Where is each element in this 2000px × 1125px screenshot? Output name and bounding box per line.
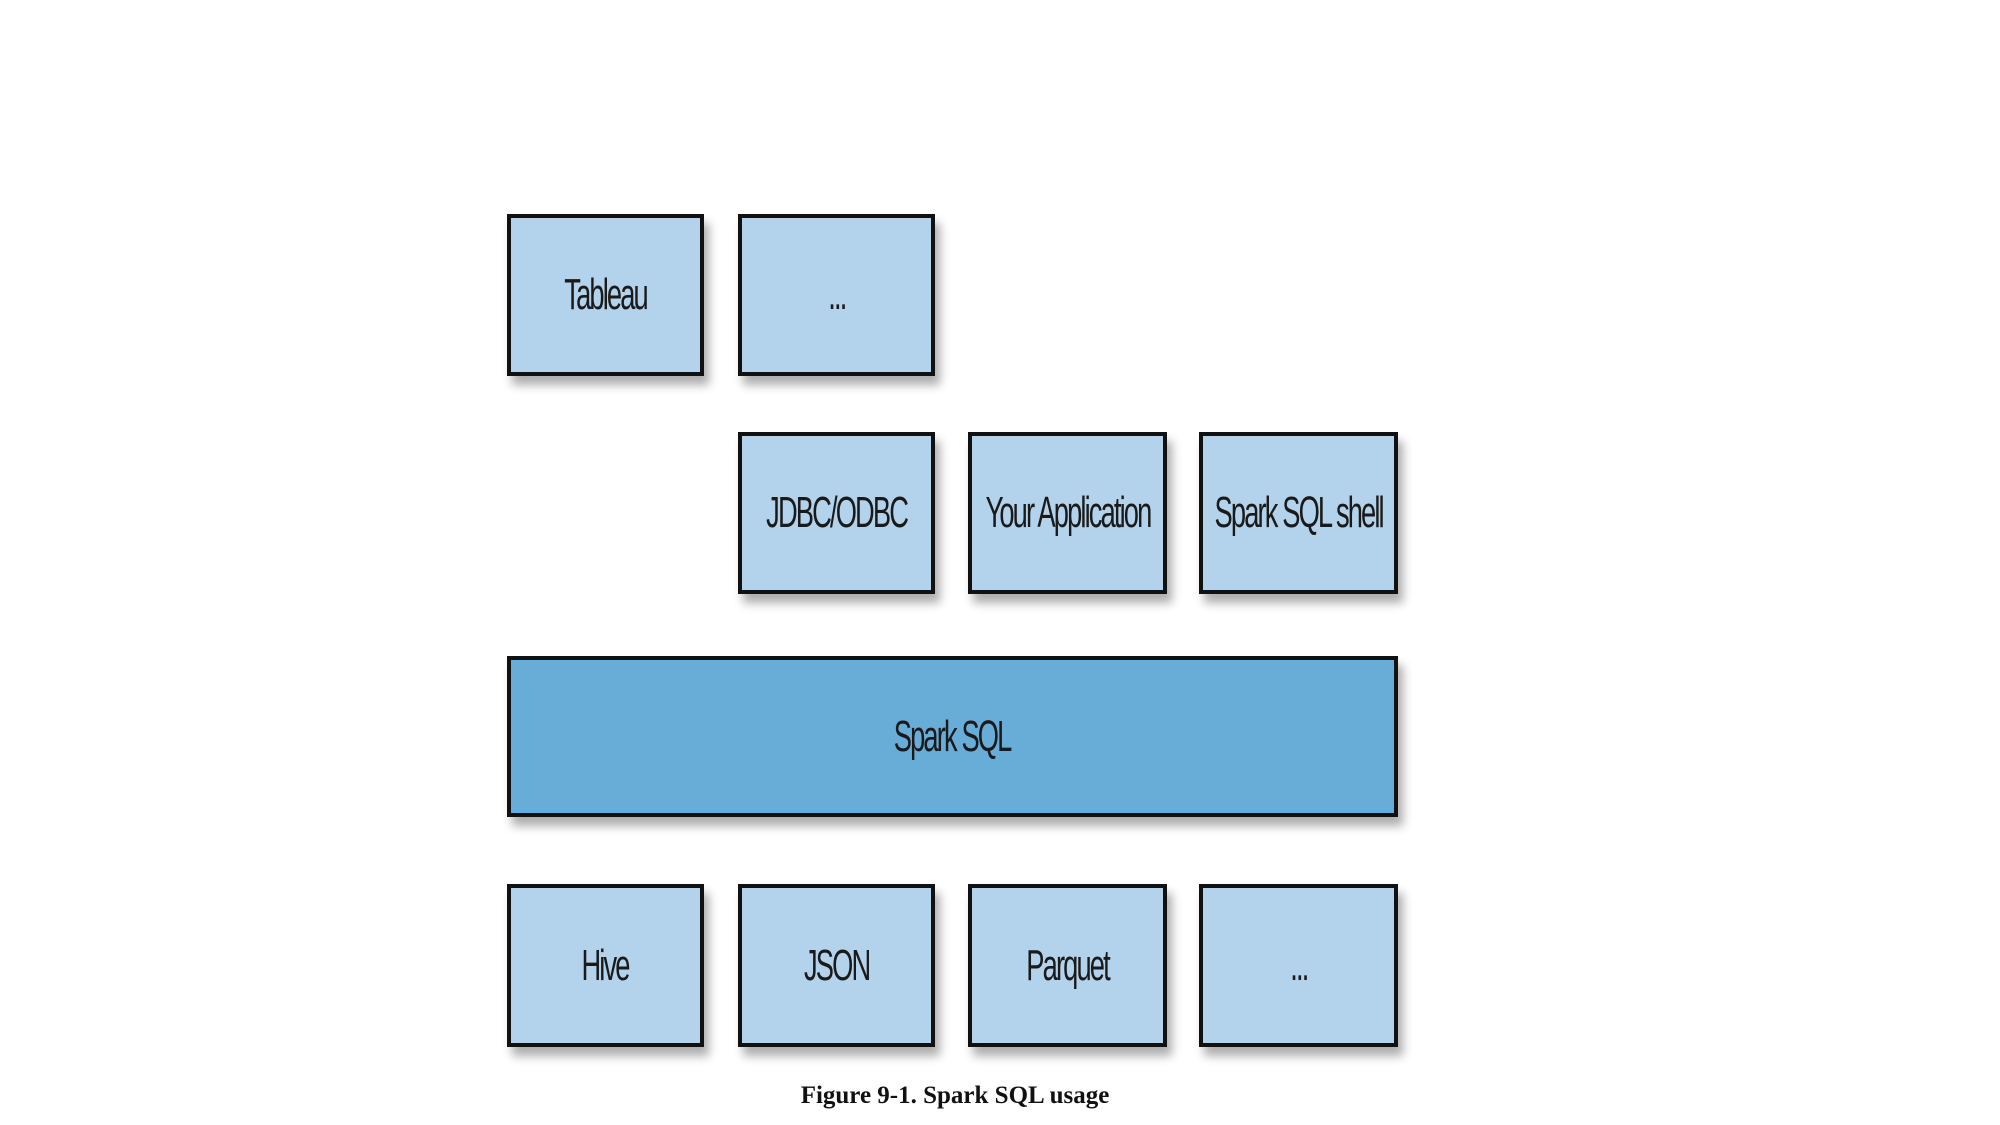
box-label: ... <box>1289 940 1309 990</box>
box-tableau: Tableau <box>507 214 704 376</box>
box-json: JSON <box>738 884 935 1047</box>
box-label: ... <box>827 270 847 319</box>
box-label: JDBC/ODBC <box>766 488 909 537</box>
box-spark-sql-shell: Spark SQL shell <box>1199 432 1398 594</box>
box-more-sources: ... <box>1199 884 1398 1047</box>
box-label: Hive <box>581 940 631 990</box>
box-label: Parquet <box>1026 940 1110 990</box>
box-hive: Hive <box>507 884 704 1047</box>
figure-caption: Figure 9-1. Spark SQL usage <box>800 1082 1110 1109</box>
box-label: Spark SQL <box>894 711 1013 761</box>
box-label: Tableau <box>564 270 648 319</box>
box-spark-sql: Spark SQL <box>507 656 1398 817</box>
box-jdbc-odbc: JDBC/ODBC <box>738 432 935 594</box>
box-label: JSON <box>803 940 871 990</box>
box-label: Your Application <box>985 488 1152 537</box>
box-more-clients: ... <box>738 214 935 376</box>
box-label: Spark SQL shell <box>1214 488 1384 537</box>
box-parquet: Parquet <box>968 884 1167 1047</box>
box-your-application: Your Application <box>968 432 1167 594</box>
